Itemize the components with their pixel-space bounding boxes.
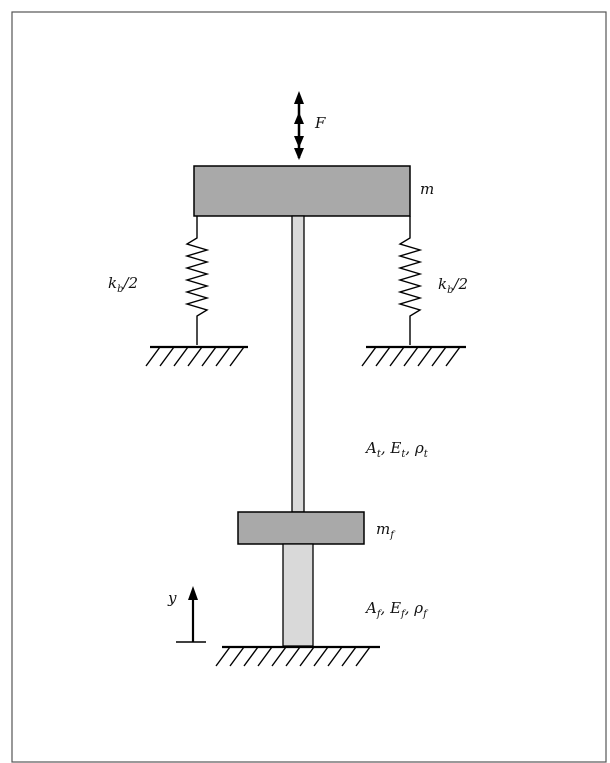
foot-mass-block: [237, 511, 365, 545]
foot-column: [282, 543, 314, 647]
displacement-label: y: [167, 589, 177, 607]
foot-mass-label: mf: [376, 520, 396, 541]
tube-rod: [291, 215, 305, 513]
right-ground: [361, 345, 466, 367]
left-spring-label: kb/2: [108, 274, 138, 295]
force-arrow: [294, 91, 304, 160]
displacement-arrow: [176, 586, 206, 643]
foot-properties-label: Af, Ef, ρf: [364, 599, 429, 620]
right-spring-label: kb/2: [438, 275, 468, 296]
bottom-ground: [215, 645, 380, 667]
figure-frame: [11, 11, 607, 763]
force-label: F: [314, 114, 326, 132]
right-spring: [397, 216, 423, 345]
left-spring: [184, 216, 210, 345]
left-ground: [145, 345, 248, 367]
tube-properties-label: At, Et, ρt: [364, 439, 429, 460]
top-mass-label: m: [420, 180, 434, 198]
top-mass-block: [193, 165, 411, 217]
